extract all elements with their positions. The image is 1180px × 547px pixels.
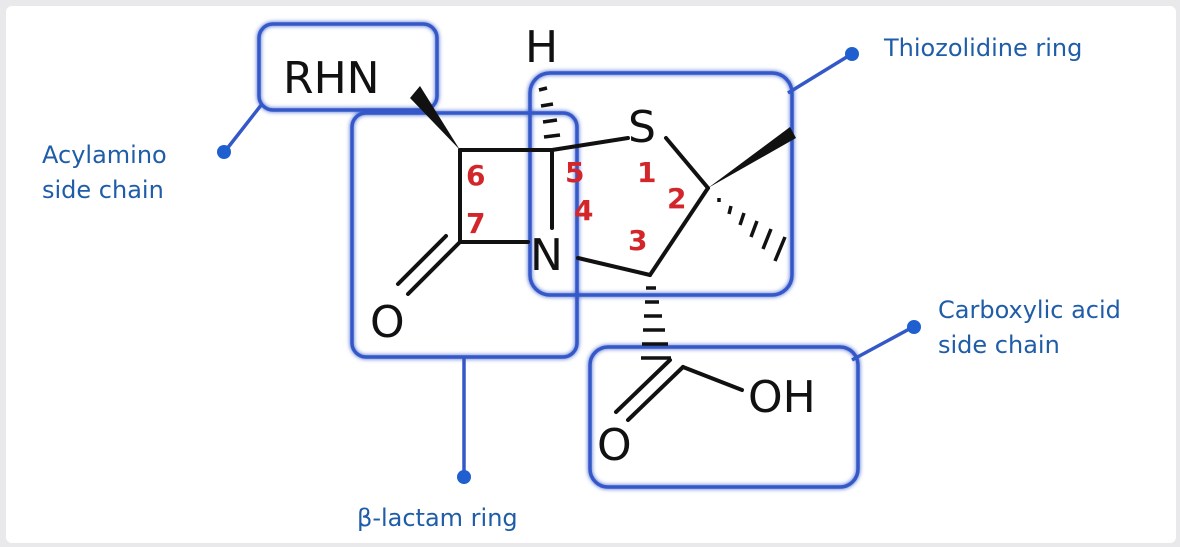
ring-number-5: 5 [565,156,584,189]
label-carboxylic-line2: side chain [938,331,1060,359]
acylamino-dot [217,145,231,159]
hashed-methyl [717,198,787,262]
ring-numbers: 1 2 3 4 5 6 7 [466,156,686,257]
hashed-carboxyl [641,286,671,360]
ring-number-1: 1 [637,156,656,189]
bond-s-c2 [664,136,710,190]
bond-c2-c3 [648,186,710,277]
label-carboxylic-line1: Carboxylic acid [938,296,1121,324]
leader-dots [217,47,921,484]
carboxylic-dot [907,320,921,334]
label-thiozolidine: Thiozolidine ring [883,34,1082,62]
bonds [396,136,744,422]
bond-n4-c3 [576,256,652,277]
label-acylamino-line1: Acylamino [42,141,167,169]
acylamino-box [257,22,439,112]
bond-c7-o [406,240,462,296]
ring-number-4: 4 [574,194,593,227]
atom-s: S [628,102,656,153]
thiozolidine-box [528,71,794,297]
ring-number-7: 7 [466,207,485,240]
acylamino-leader [224,102,264,152]
thiozolidine-dot [845,47,859,61]
atom-rhn: RHN [283,53,380,104]
wedge-rhn [410,86,460,150]
carboxylic-leader [851,325,914,362]
atom-o-lactam: O [370,297,405,348]
hashed-hydrogen [538,86,561,139]
ring-number-6: 6 [466,159,485,192]
bond-c-o-double [614,358,672,414]
beta-lactam-dot [457,470,471,484]
thiozolidine-leader [787,53,851,95]
atom-o-carboxyl: O [597,420,632,471]
label-acylamino-line2: side chain [42,176,164,204]
atom-n: N [530,230,563,281]
atom-labels: RHN H S N O OH O [283,22,816,471]
ring-number-2: 2 [667,182,686,215]
atom-h: H [525,22,558,73]
wedge-methyl [708,127,796,188]
ring-number-3: 3 [628,224,647,257]
diagram-background [6,6,1176,543]
leader-lines [224,53,914,475]
label-beta-lactam: β-lactam ring [357,504,518,532]
bond-c5-s [550,136,630,152]
bond-c-o [626,365,685,422]
annotation-labels: Acylamino side chain Thiozolidine ring C… [42,34,1121,532]
bond-c7-o-double [396,234,448,286]
bond-c-oh [681,365,744,392]
atom-oh: OH [748,372,816,423]
carboxylic-box [588,345,860,489]
